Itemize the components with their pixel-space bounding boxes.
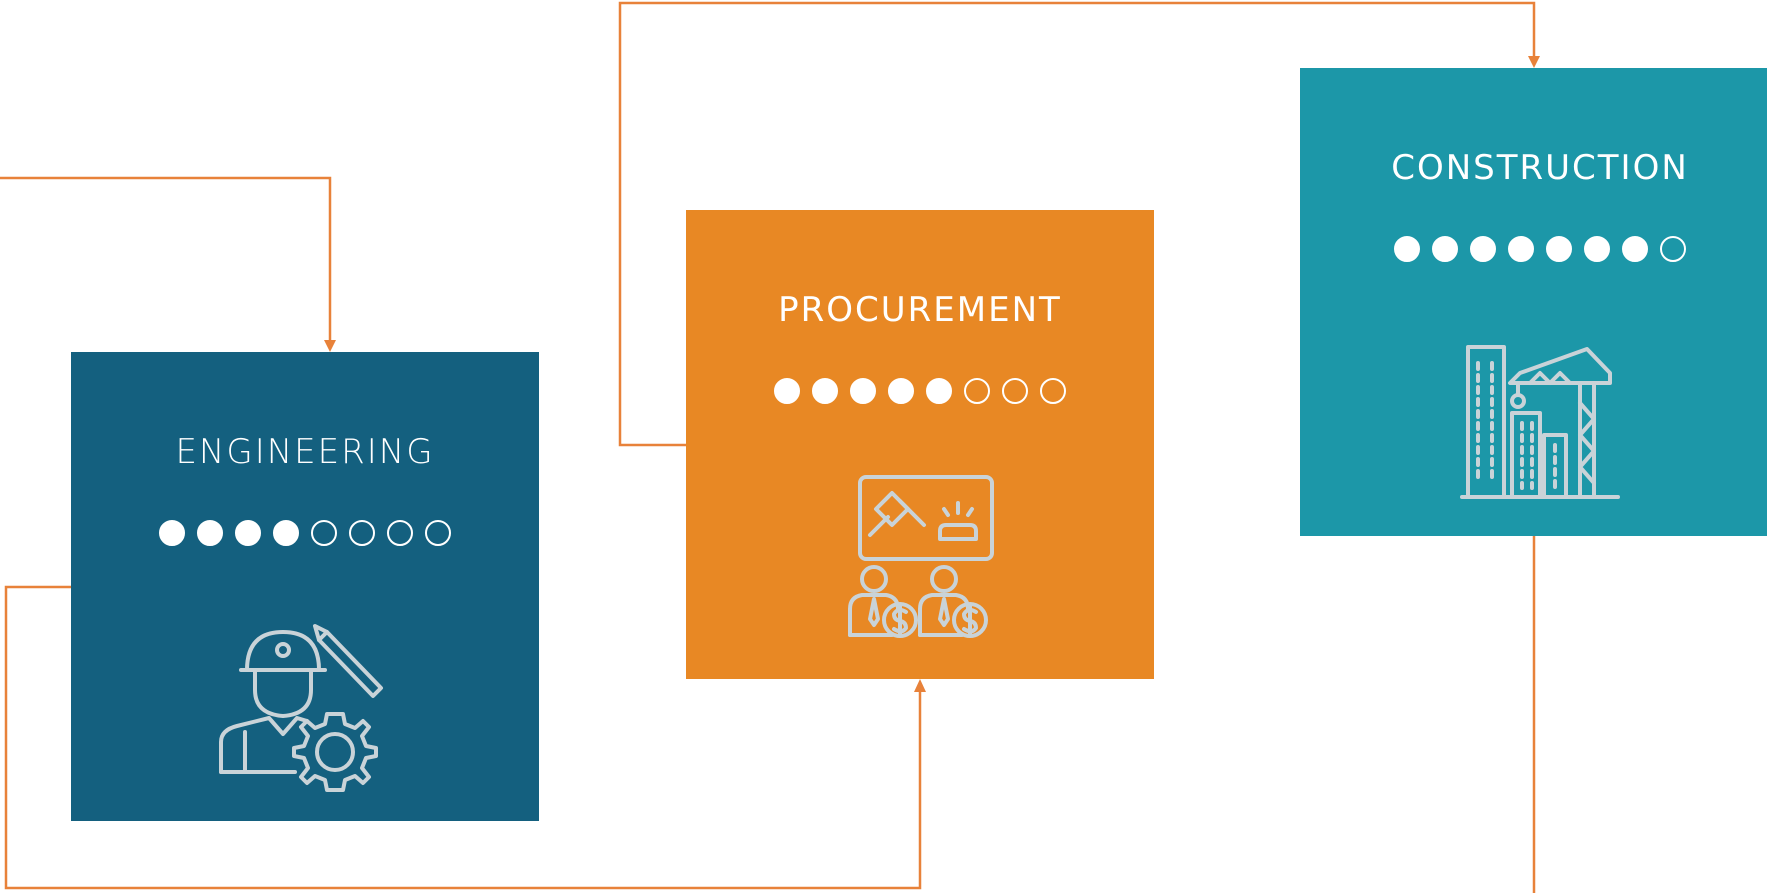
level-dot-filled bbox=[1470, 236, 1496, 262]
procurement-card: PROCUREMENT bbox=[686, 210, 1154, 679]
level-dot-filled bbox=[812, 378, 838, 404]
level-dot-filled bbox=[235, 520, 261, 546]
connector-into-engineering bbox=[0, 176, 332, 342]
level-dot-empty bbox=[425, 520, 451, 546]
engineering-title: ENGINEERING bbox=[175, 432, 435, 472]
level-dot-filled bbox=[273, 520, 299, 546]
level-dot-empty bbox=[349, 520, 375, 546]
construction-level-dots bbox=[1300, 236, 1767, 262]
level-dot-filled bbox=[1432, 236, 1458, 262]
connector-engineering-to-procurement bbox=[4, 585, 922, 890]
auction-bidding-icon bbox=[848, 475, 994, 638]
level-dot-filled bbox=[774, 378, 800, 404]
level-dot-filled bbox=[1584, 236, 1610, 262]
level-dot-filled bbox=[1508, 236, 1534, 262]
engineering-card: ENGINEERING bbox=[71, 352, 539, 821]
procurement-level-dots bbox=[686, 378, 1154, 404]
connector-procurement-to-construction bbox=[618, 1, 1536, 447]
construction-title: CONSTRUCTION bbox=[1391, 148, 1689, 188]
level-dot-empty bbox=[387, 520, 413, 546]
level-dot-filled bbox=[888, 378, 914, 404]
level-dot-filled bbox=[159, 520, 185, 546]
building-crane-icon bbox=[1460, 345, 1620, 499]
level-dot-empty bbox=[1040, 378, 1066, 404]
level-dot-empty bbox=[964, 378, 990, 404]
engineering-level-dots bbox=[71, 520, 539, 546]
level-dot-filled bbox=[197, 520, 223, 546]
procurement-title: PROCUREMENT bbox=[778, 290, 1062, 330]
level-dot-empty bbox=[1002, 378, 1028, 404]
level-dot-empty bbox=[311, 520, 337, 546]
level-dot-filled bbox=[850, 378, 876, 404]
level-dot-filled bbox=[1546, 236, 1572, 262]
level-dot-empty bbox=[1660, 236, 1686, 262]
engineer-gear-icon bbox=[219, 624, 383, 792]
level-dot-filled bbox=[926, 378, 952, 404]
level-dot-filled bbox=[1394, 236, 1420, 262]
level-dot-filled bbox=[1622, 236, 1648, 262]
construction-card: CONSTRUCTION bbox=[1300, 68, 1767, 536]
